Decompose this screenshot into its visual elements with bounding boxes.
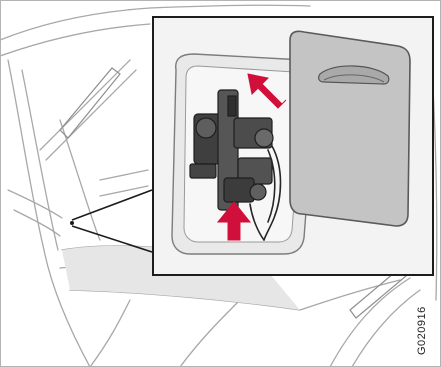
figure-code: G020916 bbox=[416, 306, 428, 355]
lamp-cover-panel bbox=[290, 31, 410, 226]
leader-anchor bbox=[70, 221, 74, 225]
lamp-holder-detail-illustration bbox=[154, 18, 432, 274]
detail-inset bbox=[152, 16, 434, 276]
